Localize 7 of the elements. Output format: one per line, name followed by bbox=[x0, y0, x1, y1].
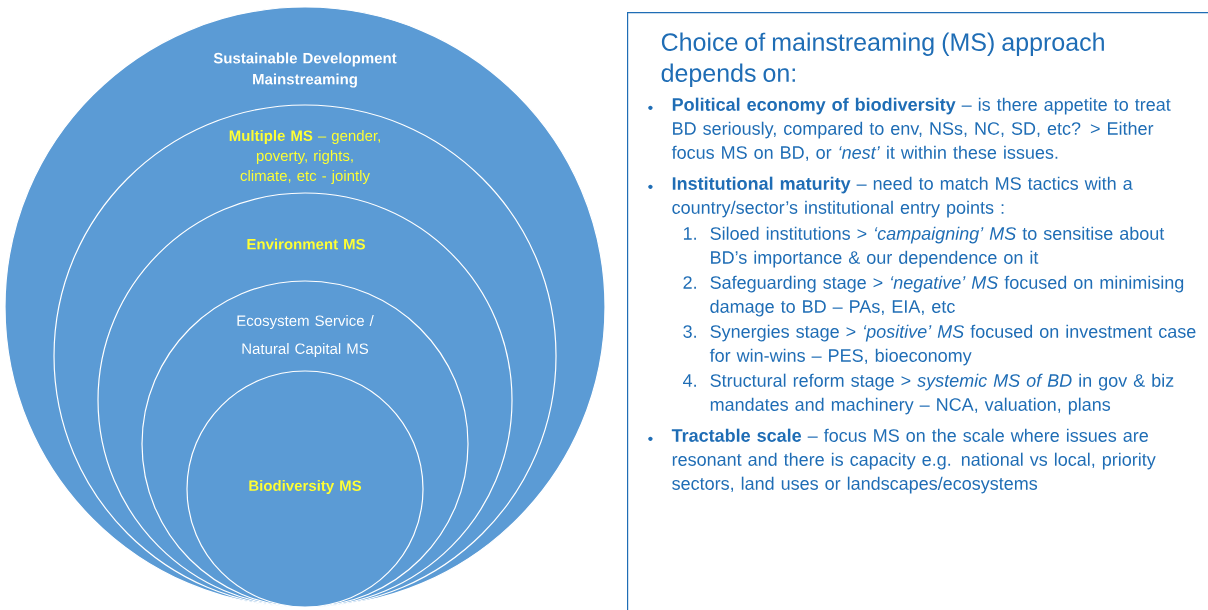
circle-label: Environment MS bbox=[247, 238, 365, 250]
circle bbox=[186, 370, 424, 608]
circle-label: Multiple MS – gender, poverty, rights, climate, etc - jointly bbox=[229, 130, 380, 184]
text-panel: Choice of mainstreaming (MS) approach depends on: Political economy of biodiversity – is there appetite to treat BD seriously, compared to env, NSs, NC, SD, etc? > Either focus MS on BD, or ‘nest’ it within these issues. Institutional maturity – need to match MS tactics with a country/sector’s institutional entry points : 1. Siloed institutions > ‘campaigning’ MS to sensitise about BD’s importance & our dependence on it 2. Safeguarding stage > ‘negative’ MS focused on minimising damage to BD – PAs, EIA, etc 3. Synergies stage > ‘positive’ MS focused on investment case for win-wins – PES, bioeconomy 4. Structural reform stage > systemic MS of BD in gov & biz mandates and machinery – NCA, valuation, plans Tractable scale – focus MS on the scale where issues are resonant and there is capacity e.g. national vs local, priority sectors, land uses or landscapes/ecosystems bbox=[627, 12, 1208, 610]
circle-label: Ecosystem Service / Natural Capital MS bbox=[237, 315, 374, 357]
circle-label: Biodiversity MS bbox=[249, 480, 362, 494]
circle-label: Sustainable Development Mainstreaming bbox=[213, 52, 397, 88]
